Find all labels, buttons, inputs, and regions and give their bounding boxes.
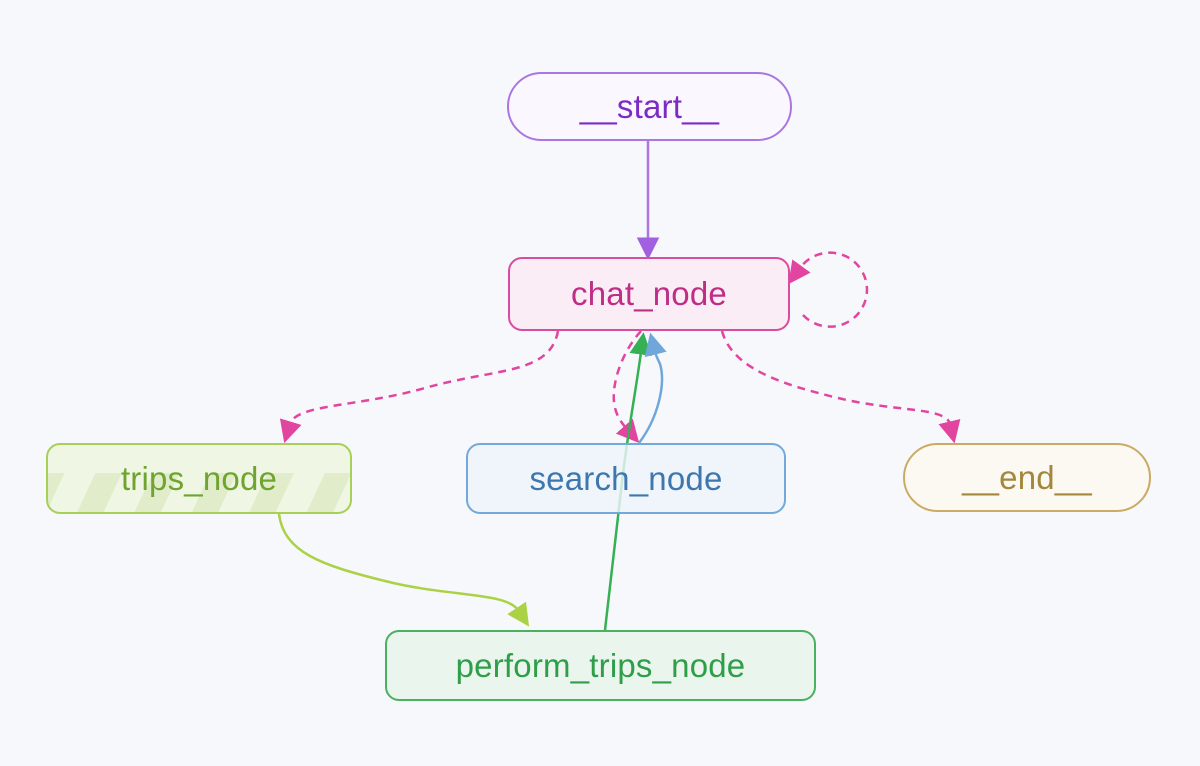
node-trips-label: trips_node	[120, 459, 278, 497]
edge-chat-to-trips	[279, 330, 560, 444]
edge-chat-self-loop	[788, 251, 869, 328]
node-search[interactable]: search_node	[466, 443, 786, 514]
node-start-label: __start__	[579, 87, 720, 125]
edge-search-to-chat	[638, 332, 667, 444]
node-end[interactable]: __end__	[903, 443, 1151, 512]
node-trips[interactable]: trips_node	[46, 443, 352, 514]
node-end-label: __end__	[962, 458, 1092, 496]
edge-trips-to-perform	[277, 513, 530, 627]
node-chat-label: chat_node	[571, 275, 727, 312]
node-chat[interactable]: chat_node	[508, 257, 790, 331]
node-search-label: search_node	[529, 459, 723, 497]
node-perform-label: perform_trips_node	[455, 646, 746, 684]
edge-chat-to-search	[612, 330, 642, 444]
node-start[interactable]: __start__	[507, 72, 792, 141]
node-perform[interactable]: perform_trips_node	[385, 630, 816, 701]
edge-chat-to-end	[720, 330, 961, 444]
